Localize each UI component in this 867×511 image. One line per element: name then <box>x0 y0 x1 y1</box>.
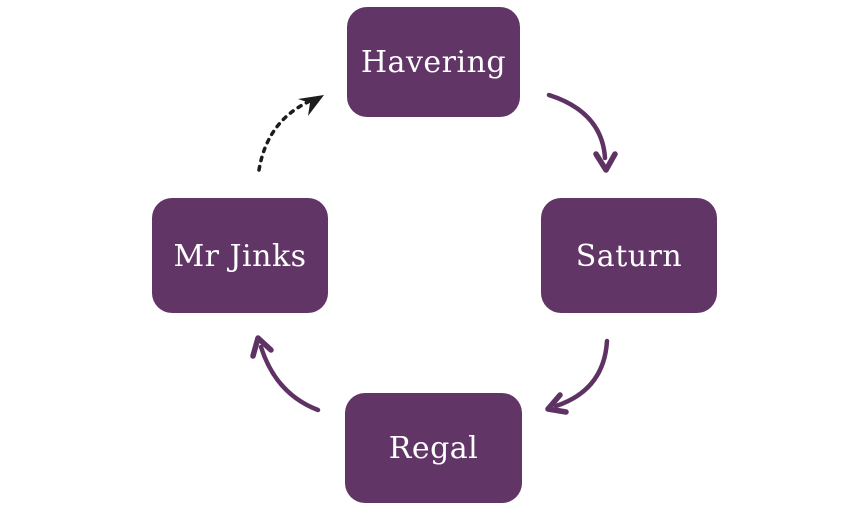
node-regal: Regal <box>345 393 522 503</box>
node-havering-label: Havering <box>360 45 507 80</box>
node-saturn: Saturn <box>541 198 717 313</box>
node-regal-label: Regal <box>388 431 479 466</box>
node-mr-jinks: Mr Jinks <box>152 198 328 313</box>
arrow-havering-to-saturn <box>546 92 618 173</box>
node-havering: Havering <box>347 7 520 117</box>
node-saturn-label: Saturn <box>575 238 683 274</box>
node-mr-jinks-label: Mr Jinks <box>173 238 307 274</box>
arrow-regal-to-mr-jinks <box>250 335 321 413</box>
arrow-saturn-to-regal <box>545 338 610 415</box>
arrow-mr-jinks-to-havering <box>257 95 324 172</box>
